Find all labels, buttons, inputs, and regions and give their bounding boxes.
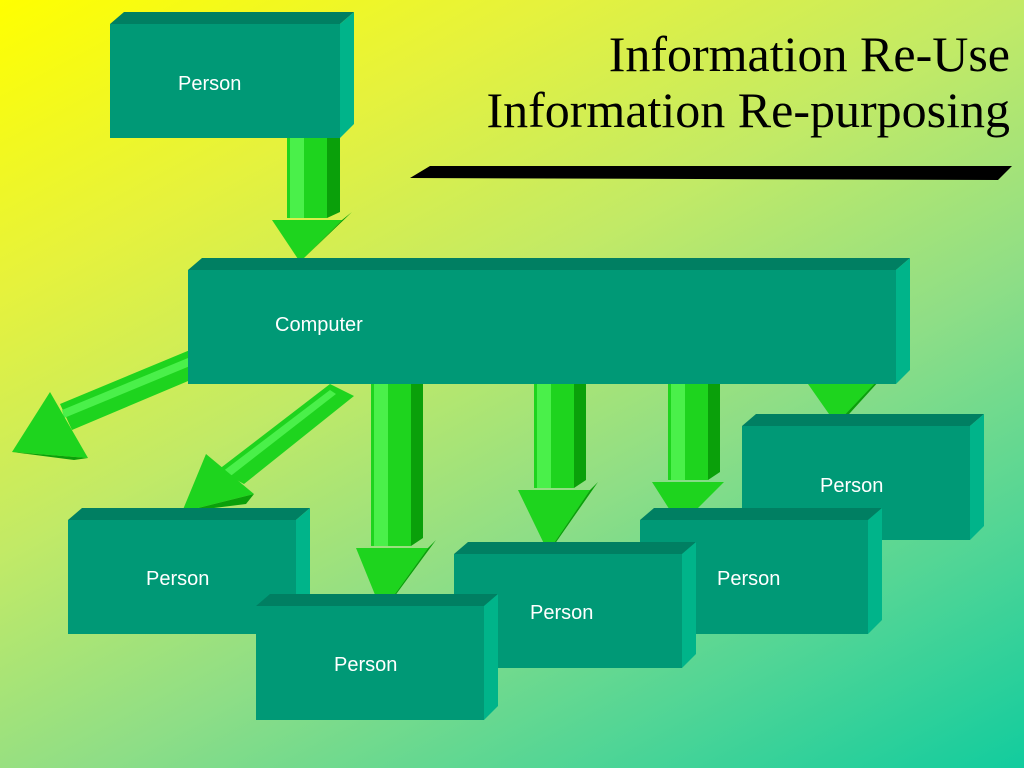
source-person-label: Person (178, 73, 242, 95)
source-person-box (110, 12, 354, 138)
arrow-computer-to-person-left (182, 384, 354, 512)
person-right-label: Person (717, 568, 781, 590)
arrow-computer-to-person-right (652, 384, 732, 526)
arrow-person-to-computer (272, 128, 352, 262)
person-left-label: Person (146, 568, 210, 590)
arrow-computer-to-person-center (518, 384, 598, 552)
person-center-label: Person (530, 602, 594, 624)
computer-box (188, 258, 910, 384)
computer-label: Computer (275, 314, 363, 336)
slide-title: Information Re-Use Information Re-purpos… (390, 26, 1010, 138)
arrow-computer-to-person-far-right (808, 380, 880, 424)
person-far-right-label: Person (820, 475, 884, 497)
person-front-label: Person (334, 654, 398, 676)
person-front-box (256, 594, 498, 720)
arrow-computer-to-person-front (356, 384, 436, 612)
title-line-2: Information Re-purposing (486, 82, 1010, 138)
title-line-1: Information Re-Use (608, 26, 1010, 82)
arrow-computer-to-left (12, 350, 200, 460)
title-underline (410, 166, 1012, 180)
